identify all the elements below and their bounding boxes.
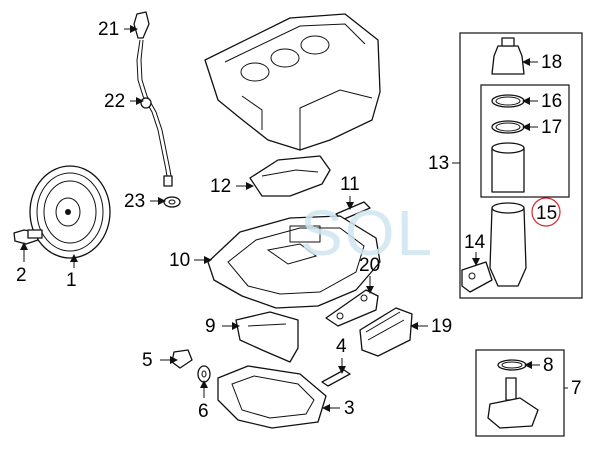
lower-oil-pan <box>217 365 327 429</box>
callout-4: 4 <box>336 336 347 357</box>
callout-19: 19 <box>431 316 453 337</box>
callout-23: 23 <box>124 191 146 212</box>
pulley-bolt <box>13 229 43 245</box>
oil-baffle <box>235 311 299 363</box>
oil-level-sensor-group <box>475 349 565 437</box>
small-part-4 <box>321 369 351 387</box>
leader-lines <box>20 25 568 412</box>
engine-block <box>204 13 381 151</box>
callout-13: 13 <box>428 153 450 174</box>
callout-15: 15 <box>536 203 558 224</box>
callout-12: 12 <box>210 176 232 197</box>
callout-20: 20 <box>359 255 381 276</box>
callout-1: 1 <box>66 270 77 291</box>
callout-5: 5 <box>142 350 153 371</box>
callout-9: 9 <box>205 316 216 337</box>
callout-17: 17 <box>541 117 563 138</box>
callout-18: 18 <box>541 52 563 73</box>
intake-cover <box>249 155 331 197</box>
callout-11: 11 <box>340 174 360 195</box>
callout-14: 14 <box>464 232 486 253</box>
oil-cooler-gasket <box>325 289 379 327</box>
callout-6: 6 <box>198 401 209 422</box>
oil-dipstick <box>133 11 181 208</box>
callout-7: 7 <box>571 378 582 399</box>
upper-oil-pan <box>207 215 381 309</box>
highlight-circle <box>531 197 561 227</box>
oil-filter-group <box>459 32 583 299</box>
crankshaft-pulley <box>29 165 111 259</box>
oil-cooler <box>359 307 413 357</box>
callout-21: 21 <box>98 19 120 40</box>
drain-washer <box>197 365 211 383</box>
callout-3: 3 <box>344 398 355 419</box>
callout-10: 10 <box>169 250 191 271</box>
callout-22: 22 <box>104 91 126 112</box>
watermark: SOL <box>300 197 435 269</box>
callout-8: 8 <box>543 355 554 376</box>
callout-16: 16 <box>541 91 563 112</box>
callout-2: 2 <box>16 265 27 286</box>
